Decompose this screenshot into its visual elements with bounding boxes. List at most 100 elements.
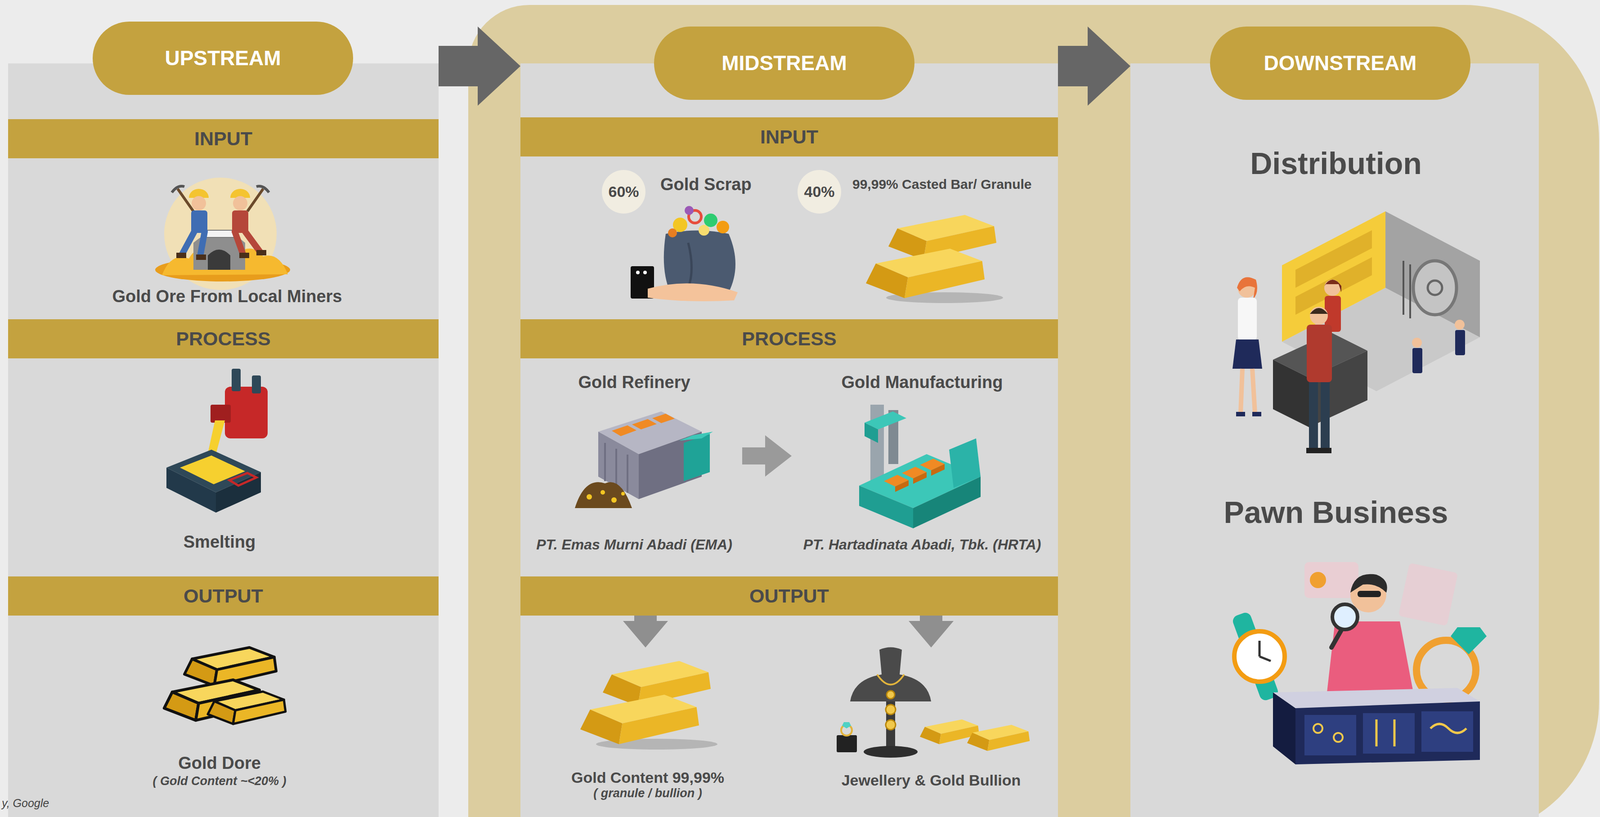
- smelting-illustration: [224, 386, 268, 439]
- band-label: INPUT: [194, 127, 253, 150]
- pawn-illustration: [1313, 724, 1323, 734]
- scrap-bag-illustration: [630, 206, 738, 302]
- item-group: Gold Scrap60%: [596, 165, 759, 305]
- distribution-illustration: [1232, 211, 1480, 454]
- miners-illustration: [256, 186, 269, 193]
- pawn-illustration: [1362, 713, 1415, 754]
- distribution-illustration: [1237, 297, 1257, 341]
- panel-fill: [8, 63, 439, 817]
- smelting-illustration: [231, 368, 241, 392]
- miners-illustration: [245, 231, 260, 252]
- jewellery-illustration: [836, 735, 857, 753]
- stage-heading: MIDSTREAM: [654, 26, 915, 100]
- scrap-bag-illustration: [688, 242, 692, 288]
- item-caption: ( granule / bullion ): [593, 786, 702, 806]
- scrap-bag-illustration: [643, 270, 647, 275]
- manufacturing-illustration: [913, 476, 981, 529]
- percent-label: 40%: [803, 183, 835, 201]
- block-arrow: [438, 26, 521, 106]
- pawn-illustration: [1398, 563, 1459, 627]
- section-band: PROCESS: [520, 319, 1058, 359]
- smelting-illustration: [229, 473, 257, 486]
- process-group: Gold ManufacturingPT. Hartadinata Abadi,…: [796, 367, 1049, 577]
- distribution-illustration: [1402, 260, 1405, 315]
- distribution-illustration: [1454, 319, 1465, 330]
- distribution-illustration: [1324, 279, 1342, 293]
- item-caption: Jewellery & Gold Bullion: [841, 771, 1022, 806]
- output-group: Jewellery & Gold Bullion: [827, 647, 1035, 806]
- item-group: 99,99% Casted Bar/ Granule40%: [784, 165, 1057, 307]
- jewellery-illustration: [836, 647, 1030, 759]
- refinery-illustration: [611, 425, 637, 437]
- smelting-illustration: [179, 455, 246, 485]
- item-caption: Gold Manufacturing: [841, 367, 1004, 393]
- refinery-illustration: [615, 448, 618, 488]
- block-arrow: [1057, 26, 1131, 106]
- band-label: OUTPUT: [749, 585, 830, 608]
- manufacturing-illustration: [859, 404, 981, 529]
- band-label: OUTPUT: [183, 585, 264, 608]
- section-band: OUTPUT: [8, 576, 439, 616]
- band-label: INPUT: [760, 125, 819, 148]
- pawn-illustration: [1326, 621, 1414, 693]
- smelting-illustration: [251, 375, 261, 394]
- share-circle: 60%: [601, 170, 646, 214]
- item-group: Distribution: [1169, 143, 1503, 468]
- band-label: PROCESS: [175, 327, 271, 350]
- gold-dore-illustration: [207, 691, 286, 725]
- source-note: y, Google: [1, 797, 50, 811]
- scrap-bag-illustration: [647, 283, 738, 302]
- pawn-illustration: [1259, 656, 1271, 662]
- pawn-illustration: [1375, 719, 1378, 747]
- distribution-illustration: [1308, 382, 1318, 450]
- pawn-illustration: [1231, 562, 1487, 765]
- stream-panel: MIDSTREAMINPUTGold Scrap60%99,99% Casted…: [520, 63, 1058, 817]
- pawn-illustration: [1332, 604, 1358, 630]
- jewellery-illustration: [877, 674, 905, 686]
- miners-illustration: [176, 252, 187, 259]
- block-arrow: [742, 435, 792, 477]
- miners-illustration: [196, 254, 207, 260]
- item-caption: Gold Refinery: [578, 367, 691, 393]
- scrap-bag-illustration: [716, 220, 730, 234]
- output-group: Gold Content 99,99%( granule / bullion ): [553, 647, 743, 806]
- pawn-illustration: [1272, 692, 1296, 765]
- process-group: Gold RefineryPT. Emas Murni Abadi (EMA): [530, 367, 738, 577]
- pawn-illustration: [1430, 724, 1467, 734]
- distribution-illustration: [1272, 359, 1309, 428]
- section-band: OUTPUT: [520, 576, 1058, 616]
- distribution-illustration: [1306, 448, 1319, 454]
- miners-illustration: [234, 231, 243, 255]
- jewellery-illustration: [886, 690, 895, 700]
- distribution-illustration: [1306, 324, 1332, 383]
- pawn-illustration: [1295, 701, 1480, 765]
- jewellery-illustration: [850, 647, 932, 703]
- item-caption: Distribution: [1250, 143, 1422, 181]
- cast-bar-illustration: [865, 215, 1004, 304]
- pawn-illustration: [1333, 733, 1343, 743]
- item-caption: ( Gold Content ~<20% ): [152, 774, 287, 794]
- item-caption: PT. Hartadinata Abadi, Tbk. (HRTA): [803, 536, 1042, 577]
- percent-label: 60%: [608, 183, 639, 201]
- manufacturing-illustration: [913, 472, 927, 485]
- stage-heading: UPSTREAM: [92, 21, 354, 95]
- item-group: Pawn Business: [1169, 492, 1503, 774]
- band-label: PROCESS: [741, 327, 837, 350]
- distribution-illustration: [1427, 280, 1443, 296]
- manufacturing-illustration: [949, 438, 981, 489]
- pawn-illustration: [1350, 574, 1388, 593]
- pawn-illustration: [1393, 719, 1396, 747]
- miners-illustration: [256, 250, 267, 256]
- distribution-illustration: [1385, 211, 1480, 338]
- bullion-illustration: [580, 661, 718, 750]
- section-band: INPUT: [8, 119, 439, 159]
- miners-illustration: [239, 252, 250, 259]
- manufacturing-illustration: [859, 485, 914, 529]
- share-circle: 40%: [797, 170, 842, 214]
- miners-illustration: [177, 188, 194, 212]
- section-band: INPUT: [520, 117, 1058, 157]
- refinery-illustration: [574, 411, 713, 509]
- item-group: Gold Dore( Gold Content ~<20% ): [132, 637, 307, 794]
- distribution-illustration: [1252, 368, 1255, 414]
- refinery-illustration: [652, 413, 675, 424]
